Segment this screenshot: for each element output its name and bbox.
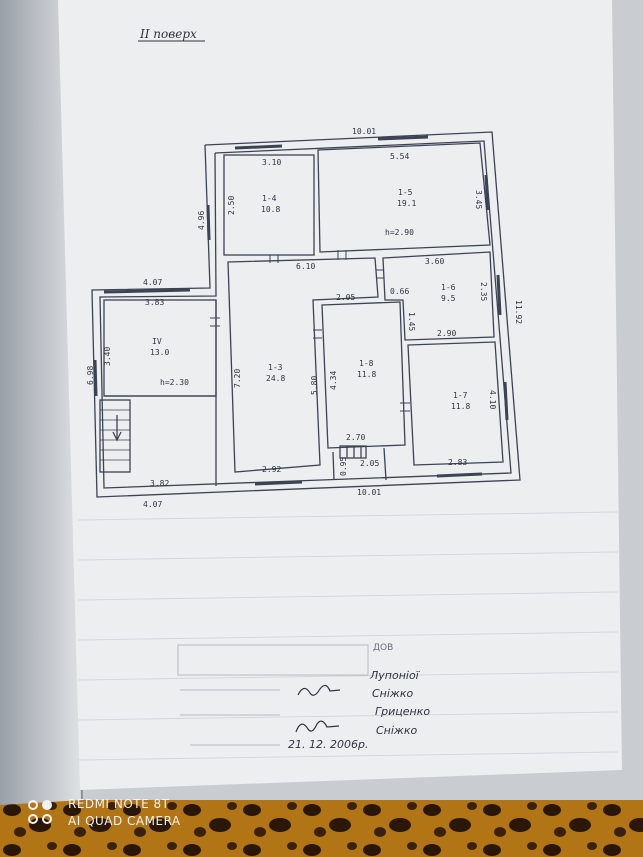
floor-title: II поверх xyxy=(139,27,197,41)
room-area-1-4: 10.8 xyxy=(261,205,280,214)
dim-r4-height: 3.40 xyxy=(103,347,112,366)
dim-right-height: 11.92 xyxy=(514,300,523,324)
signature-scribble-1 xyxy=(297,684,341,696)
ruled-lines xyxy=(77,511,619,761)
room-1-3 xyxy=(227,257,379,473)
stamp-label: ДОВ xyxy=(373,643,393,653)
folded-page-left xyxy=(0,0,82,805)
signature-block: Лупоніої Сніжко Гриценко Сніжко 21. 12. … xyxy=(288,669,430,751)
room-1-5 xyxy=(317,142,491,253)
dim-r16-bottom: 2.90 xyxy=(437,329,456,338)
dim-top-total: 10.01 xyxy=(352,127,376,136)
room-id-1-4: 1-4 xyxy=(262,194,277,203)
room-id-1-6: 1-6 xyxy=(441,283,456,292)
signature-line-1: Лупоніої xyxy=(369,669,421,682)
dim-r16-small-a: 0.66 xyxy=(390,287,409,296)
dim-r4-width: 3.83 xyxy=(145,298,164,307)
dim-r18-top: 2.05 xyxy=(336,293,355,302)
signature-line-4: Сніжко xyxy=(376,724,417,737)
dim-r15-ceiling: h=2.90 xyxy=(385,228,414,237)
room-id-1-7: 1-7 xyxy=(453,391,468,400)
dim-r18-stair-w: 2.05 xyxy=(360,459,379,468)
camera-model: REDMI NOTE 8T xyxy=(68,797,170,811)
dim-r15-width: 5.54 xyxy=(390,152,409,161)
dim-r15-height: 3.45 xyxy=(474,190,483,209)
inner-wall-line xyxy=(99,140,512,489)
room-id-1-3: 1-3 xyxy=(268,363,283,372)
room-area-1-5: 19.1 xyxy=(397,199,416,208)
dim-r17-side: 4.10 xyxy=(488,390,497,409)
dim-r18-bottom: 2.70 xyxy=(346,433,365,442)
room-area-1-3: 24.8 xyxy=(266,374,285,383)
stair-center xyxy=(339,445,367,459)
dim-left-wing-side: 6.98 xyxy=(86,366,95,385)
room-area-1-6: 9.5 xyxy=(441,294,456,303)
camera-type: AI QUAD CAMERA xyxy=(68,814,181,828)
stair-left xyxy=(99,399,131,473)
plan-labels: 10.01 10.01 4.96 11.92 4.07 4.07 6.98 3.… xyxy=(86,127,523,509)
dim-corridor-width: 6.10 xyxy=(296,262,315,271)
signature-line-2: Сніжко xyxy=(372,687,413,700)
room-1-6 xyxy=(382,251,495,341)
dim-r17-bottom: 2.83 xyxy=(448,458,467,467)
dim-r18-side: 4.34 xyxy=(329,371,338,390)
dim-r16-height: 2.35 xyxy=(479,282,488,301)
dim-r4-ceiling: h=2.30 xyxy=(160,378,189,387)
dim-r13-side: 5.80 xyxy=(310,376,319,395)
dim-r16-width: 3.60 xyxy=(425,257,444,266)
outer-wall xyxy=(91,131,521,498)
signature-scribble-2 xyxy=(295,720,340,733)
dim-bottom-total: 10.01 xyxy=(357,488,381,497)
camera-watermark: REDMI NOTE 8T AI QUAD CAMERA xyxy=(28,796,181,830)
stamp-area xyxy=(177,644,369,746)
dim-r13-bottom: 2.92 xyxy=(262,465,281,474)
signature-line-3: Гриценко xyxy=(375,705,430,718)
floor-plan xyxy=(91,131,521,498)
room-1-4 xyxy=(223,154,315,256)
camera-dots-icon xyxy=(28,798,62,828)
room-1-8 xyxy=(321,301,406,449)
room-id-1-5: 1-5 xyxy=(398,188,413,197)
dim-r14-height: 2.50 xyxy=(227,196,236,215)
dim-r14-width: 3.10 xyxy=(262,158,281,167)
paper-sheet xyxy=(58,0,622,790)
dim-r16-small-b: 1.45 xyxy=(407,312,416,331)
signature-date: 21. 12. 2006р. xyxy=(288,738,368,751)
dim-r18-stair-h: 0.95 xyxy=(339,457,348,476)
room-1-7 xyxy=(407,341,504,466)
room-area-1-7: 11.8 xyxy=(451,402,470,411)
room-id-IV: IV xyxy=(152,337,162,346)
dim-left-wing-bottom: 4.07 xyxy=(143,500,162,509)
dim-left-wing-top: 4.07 xyxy=(143,278,162,287)
room-id-1-8: 1-8 xyxy=(359,359,374,368)
room-area-IV: 13.0 xyxy=(150,348,169,357)
dim-left-height: 4.96 xyxy=(197,211,206,230)
room-area-1-8: 11.8 xyxy=(357,370,376,379)
dim-r13-height: 7.20 xyxy=(233,369,242,388)
dim-r4-bottom: 3.82 xyxy=(150,479,169,488)
